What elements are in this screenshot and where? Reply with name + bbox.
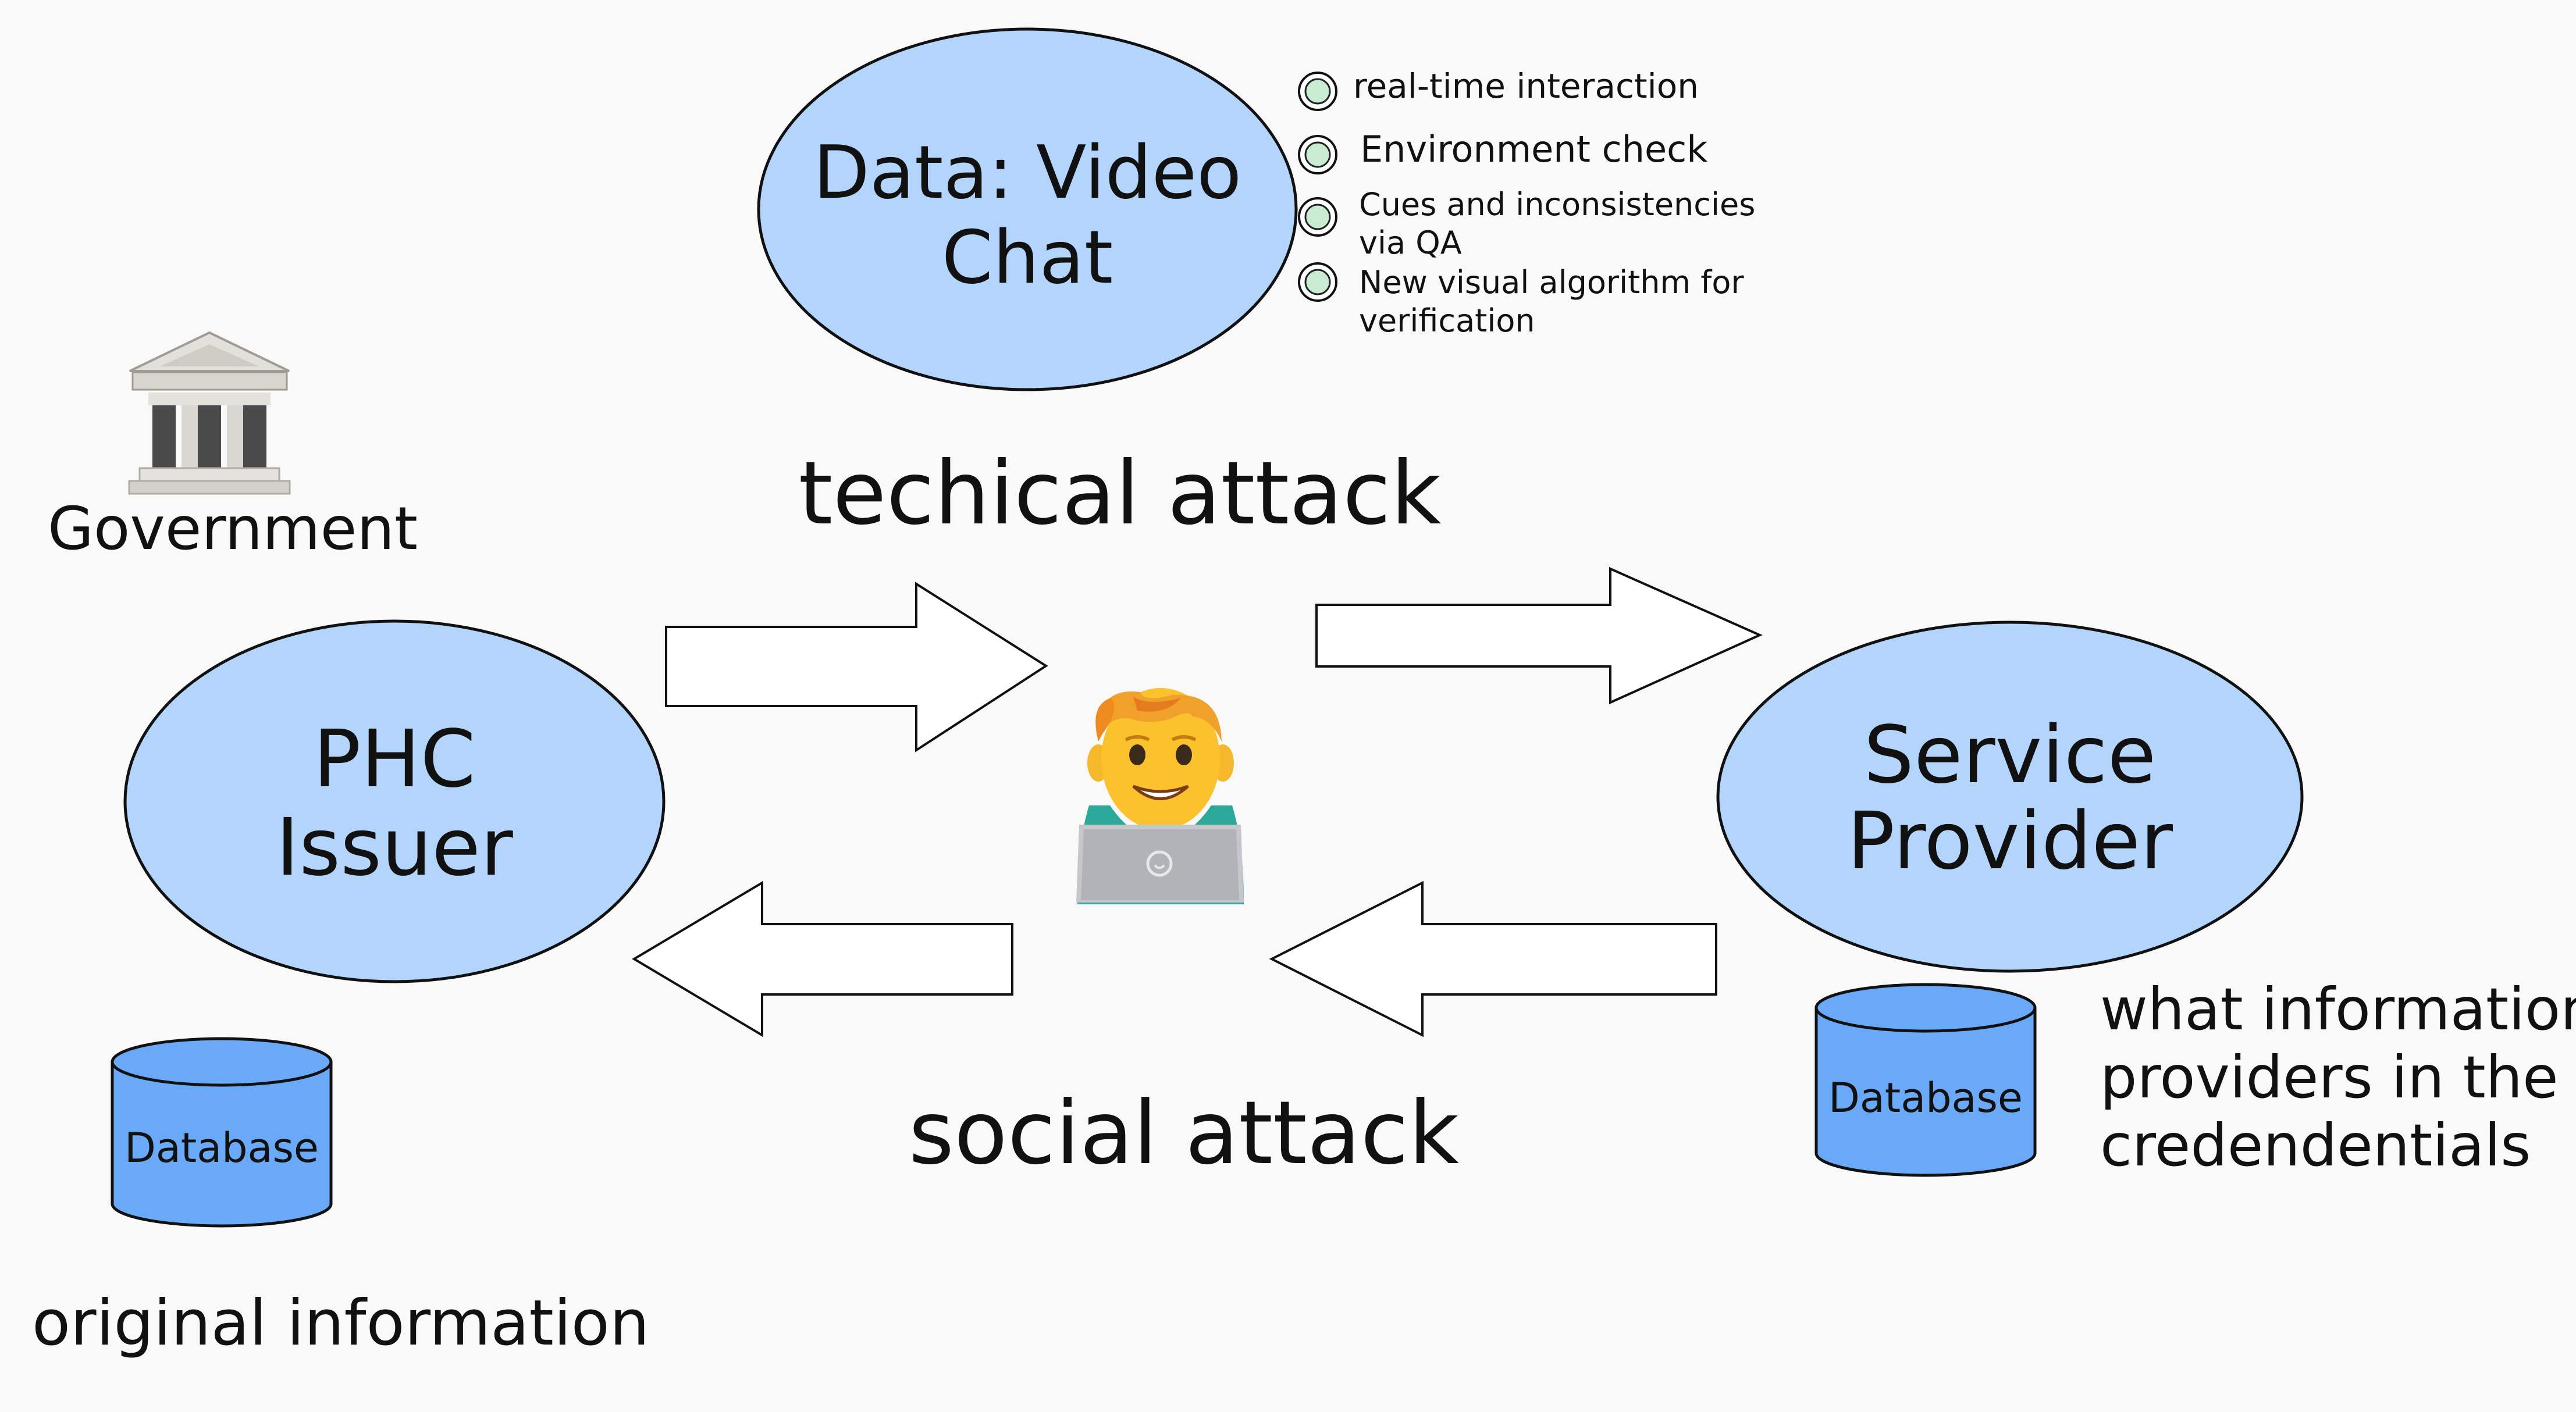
original-information-caption: original information — [32, 1287, 649, 1360]
checklist-item-text-continued: verification — [1359, 302, 1535, 339]
checklist-item-text: Environment check — [1360, 128, 1707, 170]
provider-caption-line1: what information — [2100, 975, 2576, 1043]
service-provider-ellipse — [1716, 621, 2304, 973]
government-label: Government — [48, 494, 418, 564]
service-provider-node: Service Provider — [1716, 621, 2304, 973]
phc-issuer-node: PHC Issuer — [123, 619, 666, 983]
video-chat-ellipse — [757, 27, 1298, 391]
checklist-item: real-time interaction — [1298, 66, 1699, 111]
service-provider-label-line2: Provider — [1847, 796, 2173, 887]
phc-issuer-ellipse — [123, 619, 666, 983]
checklist-item-text: New visual algorithm for — [1359, 264, 1744, 301]
government-building-icon — [128, 331, 291, 495]
provider-database: Database — [1814, 983, 2037, 1177]
government-node: Government — [48, 331, 418, 564]
phc-issuer-label-line2: Issuer — [276, 802, 513, 894]
technical-attack-label: techical attack — [799, 443, 1442, 544]
arrow-issuer-to-attacker — [665, 582, 1048, 753]
arrow-attacker-to-issuer — [632, 880, 1013, 1037]
phc-issuer-label-line1: PHC — [313, 714, 475, 805]
video-chat-label-line2: Chat — [942, 215, 1113, 300]
checklist-item: New visual algorithm for verification — [1298, 262, 1744, 339]
issuer-database: Database — [111, 1037, 333, 1228]
provider-caption-line2: providers in the — [2100, 1043, 2559, 1111]
provider-caption-line3: credendentials — [2100, 1111, 2531, 1179]
video-chat-node: Data: Video Chat — [757, 27, 1298, 391]
checklist-item-text: real-time interaction — [1353, 66, 1699, 106]
arrow-provider-to-attacker — [1269, 880, 1717, 1037]
man-technologist-icon — [1076, 688, 1244, 904]
service-provider-label-line1: Service — [1864, 709, 2157, 801]
arrow-attacker-to-provider — [1315, 566, 1763, 705]
provider-database-label: Database — [1828, 1074, 2023, 1122]
verification-checklist: real-time interaction Environment check … — [1298, 66, 1755, 339]
social-attack-label: social attack — [909, 1083, 1459, 1184]
issuer-database-label: Database — [124, 1124, 319, 1172]
checklist-item: Environment check — [1298, 128, 1707, 174]
checklist-item: Cues and inconsistencies via QA — [1298, 186, 1755, 261]
checklist-item-text: Cues and inconsistencies — [1359, 186, 1755, 223]
video-chat-label-line1: Data: Video — [813, 130, 1241, 215]
checklist-item-text-continued: via QA — [1359, 224, 1462, 261]
